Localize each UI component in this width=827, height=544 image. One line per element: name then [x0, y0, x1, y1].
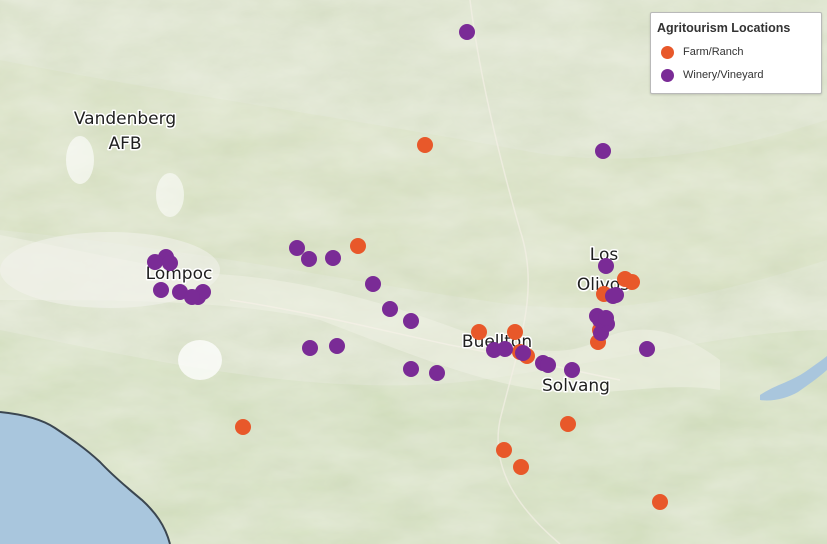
- place-label-solvang: Solvang: [542, 376, 610, 396]
- winery-vineyard-marker[interactable]: [403, 361, 419, 377]
- winery-vineyard-marker[interactable]: [289, 240, 305, 256]
- farm-ranch-marker[interactable]: [417, 137, 433, 153]
- winery-vineyard-marker[interactable]: [172, 284, 188, 300]
- highway-101: [469, 0, 561, 544]
- winery-vineyard-marker[interactable]: [598, 310, 614, 326]
- winery-vineyard-marker[interactable]: [382, 301, 398, 317]
- place-label-vandenberg: Vandenberg: [74, 109, 176, 129]
- map-legend: Agritourism Locations Farm/Ranch Winery/…: [650, 12, 822, 94]
- winery-vineyard-marker[interactable]: [595, 143, 611, 159]
- farm-ranch-marker[interactable]: [560, 416, 576, 432]
- cloud-patch-east: [156, 173, 184, 217]
- winery-vineyard-marker[interactable]: [608, 287, 624, 303]
- winery-vineyard-marker[interactable]: [153, 282, 169, 298]
- winery-vineyard-marker[interactable]: [147, 254, 163, 270]
- cloud-patch: [178, 340, 222, 380]
- legend-item-farm-ranch[interactable]: Farm/Ranch: [661, 43, 744, 61]
- winery-vineyard-marker[interactable]: [564, 362, 580, 378]
- farm-ranch-marker[interactable]: [513, 459, 529, 475]
- farm-ranch-marker[interactable]: [350, 238, 366, 254]
- place-label-lompoc: Lompoc: [146, 264, 213, 284]
- farm-ranch-marker[interactable]: [652, 494, 668, 510]
- winery-vineyard-marker[interactable]: [459, 24, 475, 40]
- place-label-afb: AFB: [108, 134, 141, 154]
- legend-label-winery-vineyard: Winery/Vineyard: [683, 69, 764, 81]
- winery-vineyard-marker[interactable]: [497, 341, 513, 357]
- winery-vineyard-marker[interactable]: [302, 340, 318, 356]
- winery-vineyard-marker[interactable]: [429, 365, 445, 381]
- farm-ranch-marker[interactable]: [507, 324, 523, 340]
- winery-vineyard-marker[interactable]: [365, 276, 381, 292]
- winery-vineyard-marker[interactable]: [301, 251, 317, 267]
- ocean: [0, 412, 170, 544]
- cloud-patch-north: [66, 136, 94, 184]
- winery-vineyard-marker[interactable]: [515, 345, 531, 361]
- marker-layer: [147, 24, 668, 510]
- winery-vineyard-marker[interactable]: [639, 341, 655, 357]
- farm-ranch-marker[interactable]: [496, 442, 512, 458]
- legend-title: Agritourism Locations: [657, 21, 791, 35]
- winery-vineyard-marker[interactable]: [540, 357, 556, 373]
- lake: [760, 356, 827, 401]
- winery-vineyard-marker-icon: [661, 68, 674, 82]
- farm-ranch-marker[interactable]: [624, 274, 640, 290]
- farm-ranch-marker[interactable]: [235, 419, 251, 435]
- winery-vineyard-marker[interactable]: [162, 255, 178, 271]
- winery-vineyard-marker[interactable]: [329, 338, 345, 354]
- legend-item-winery-vineyard[interactable]: Winery/Vineyard: [661, 66, 764, 84]
- winery-vineyard-marker[interactable]: [403, 313, 419, 329]
- coastline: [0, 411, 171, 544]
- farm-ranch-marker-icon: [661, 45, 674, 59]
- legend-label-farm-ranch: Farm/Ranch: [683, 46, 744, 58]
- farm-ranch-marker[interactable]: [471, 324, 487, 340]
- winery-vineyard-marker[interactable]: [325, 250, 341, 266]
- winery-vineyard-marker[interactable]: [184, 289, 200, 305]
- winery-vineyard-marker[interactable]: [598, 258, 614, 274]
